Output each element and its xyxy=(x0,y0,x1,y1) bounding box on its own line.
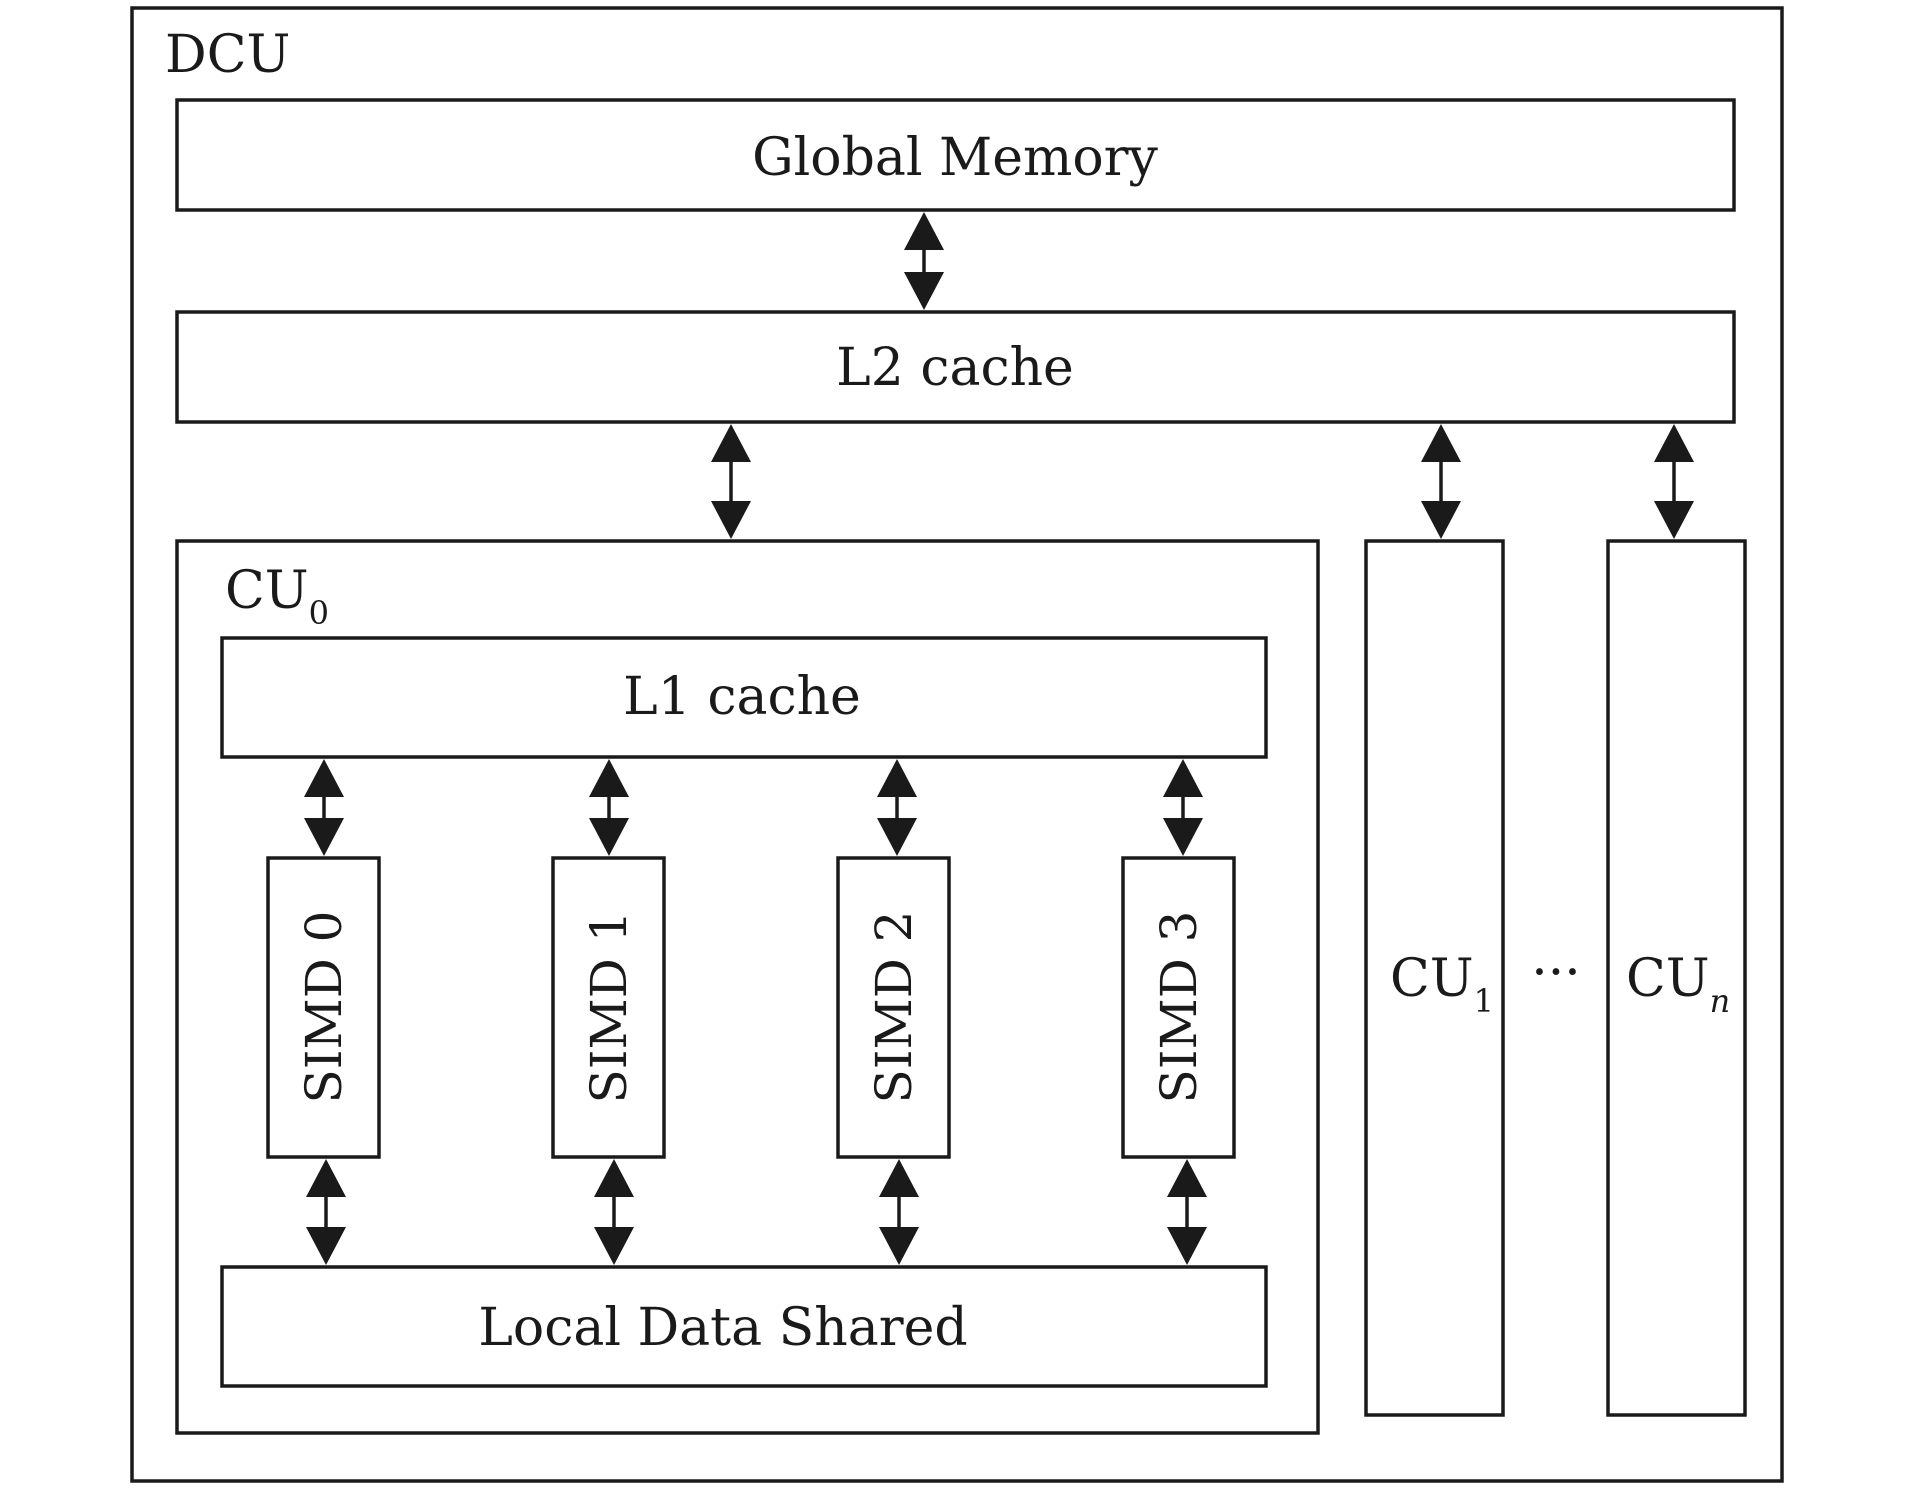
simd-2-label: SIMD 2 xyxy=(865,911,923,1104)
arrow-simd-3-lds xyxy=(1167,1159,1207,1265)
cu0-label-main: CU xyxy=(225,561,309,621)
arrow-l2-cu1 xyxy=(1421,424,1461,539)
global-memory-box xyxy=(175,98,1736,212)
arrow-l2-cu0 xyxy=(711,424,751,539)
cu0-label-subscript: 0 xyxy=(309,594,329,632)
cu0-label: CU0 xyxy=(225,561,329,632)
cu-ellipsis: ··· xyxy=(1531,943,1581,1003)
arrow-simd-2-lds xyxy=(879,1159,919,1265)
arrow-l2-cun xyxy=(1654,424,1694,539)
cu1-box xyxy=(1364,539,1505,1417)
l1-cache-label: L1 cache xyxy=(623,667,861,727)
cu1-label-main: CU xyxy=(1390,949,1474,1009)
l2-cache-box xyxy=(175,310,1736,424)
simd-1-label: SIMD 1 xyxy=(580,911,638,1104)
l1-cache-box xyxy=(220,636,1268,759)
global-memory-label: Global Memory xyxy=(752,128,1158,188)
arrow-l1-simd-1 xyxy=(589,759,629,856)
cu1-label: CU1 xyxy=(1390,949,1494,1020)
cun-box xyxy=(1606,539,1747,1417)
arrow-l1-simd-3 xyxy=(1163,759,1203,856)
l2-cache-label: L2 cache xyxy=(836,338,1074,398)
simd-1-box xyxy=(551,856,666,1159)
cun-label-subscript: n xyxy=(1710,982,1731,1020)
arrow-l1-simd-2 xyxy=(877,759,917,856)
cun-label: CUn xyxy=(1626,949,1730,1020)
simd-3-label: SIMD 3 xyxy=(1150,911,1208,1104)
arrow-l1-simd-0 xyxy=(304,759,344,856)
local-data-shared-label: Local Data Shared xyxy=(478,1298,967,1358)
simd-3-box xyxy=(1121,856,1236,1159)
cu1-label-subscript: 1 xyxy=(1474,982,1494,1020)
simd-0-box xyxy=(266,856,381,1159)
local-data-shared-box xyxy=(220,1265,1268,1388)
cun-label-main: CU xyxy=(1626,949,1710,1009)
arrow-simd-0-lds xyxy=(306,1159,346,1265)
dcu-label: DCU xyxy=(165,25,290,85)
arrow-simd-1-lds xyxy=(594,1159,634,1265)
simd-2-box xyxy=(836,856,951,1159)
simd-0-label: SIMD 0 xyxy=(295,911,353,1104)
arrow-global-memory-l2 xyxy=(904,212,944,310)
